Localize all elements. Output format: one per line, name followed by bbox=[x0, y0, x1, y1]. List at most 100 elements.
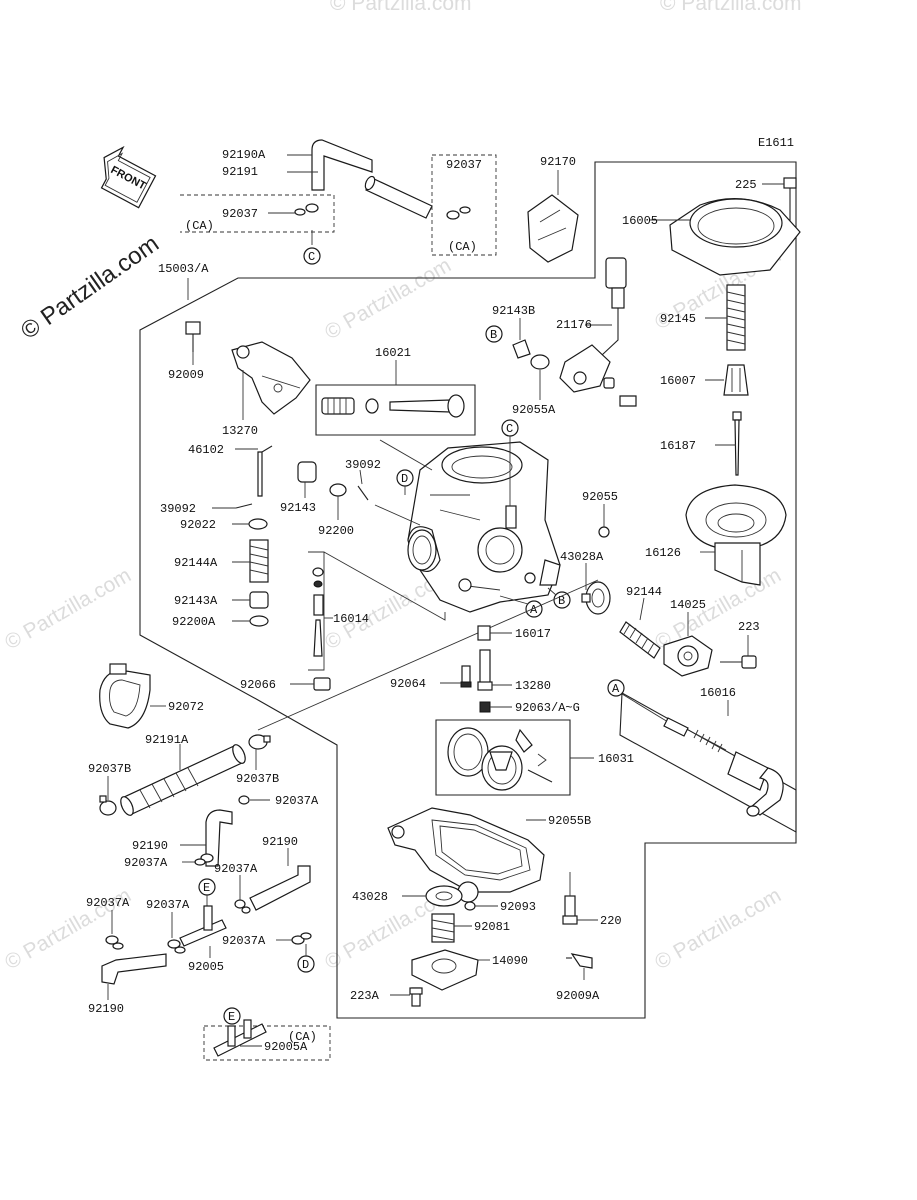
jet-92064 bbox=[460, 665, 472, 688]
label-92072: 92072 bbox=[168, 700, 204, 714]
label-92170: 92170 bbox=[540, 155, 576, 169]
jet-16017 bbox=[477, 625, 491, 641]
label-92145: 92145 bbox=[660, 312, 696, 326]
label-223A: 223A bbox=[350, 989, 380, 1003]
label-92037A-e: 92037A bbox=[146, 898, 190, 912]
label-14090: 14090 bbox=[492, 954, 528, 968]
ref-d-bottom-label: D bbox=[302, 958, 309, 972]
label-13270: 13270 bbox=[222, 424, 258, 438]
label-92022: 92022 bbox=[180, 518, 216, 532]
diaphragm-43028A bbox=[581, 581, 611, 615]
carburetor-body bbox=[407, 441, 561, 613]
label-92037A-b: 92037A bbox=[124, 856, 168, 870]
screw-223 bbox=[720, 655, 757, 669]
spring-92144 bbox=[619, 621, 661, 659]
ref-b-top-label: B bbox=[490, 328, 497, 342]
label-92143B: 92143B bbox=[492, 304, 535, 318]
region-ca-box: (CA) bbox=[448, 240, 477, 254]
washer-92143B bbox=[512, 339, 531, 359]
clamp-92037B-left bbox=[99, 795, 117, 816]
label-225: 225 bbox=[735, 178, 757, 192]
screw-223A bbox=[409, 987, 423, 1007]
oring-92055A bbox=[530, 354, 550, 370]
spring-92081 bbox=[431, 913, 455, 943]
hose-92190-right bbox=[249, 865, 311, 911]
label-92009: 92009 bbox=[168, 368, 204, 382]
label-92191A: 92191A bbox=[145, 733, 189, 747]
label-43028A: 43028A bbox=[560, 550, 604, 564]
label-92190-c: 92190 bbox=[88, 1002, 124, 1016]
washer-92200A bbox=[249, 615, 269, 627]
pilot-screw-16014 bbox=[312, 567, 324, 657]
collar-92143 bbox=[297, 461, 317, 483]
label-92143: 92143 bbox=[280, 501, 316, 515]
label-92037A-a: 92037A bbox=[275, 794, 319, 808]
assembly-outline bbox=[139, 161, 797, 1019]
clamp-92170 bbox=[527, 194, 579, 263]
label-16014: 16014 bbox=[333, 612, 369, 626]
tee-92005A bbox=[213, 1019, 267, 1057]
clip-92037 bbox=[294, 203, 471, 220]
label-92144A: 92144A bbox=[174, 556, 218, 570]
label-16005: 16005 bbox=[622, 214, 658, 228]
label-16021: 16021 bbox=[375, 346, 411, 360]
top-cover-16005 bbox=[669, 198, 801, 276]
clip-92037A-c bbox=[234, 899, 251, 914]
watermark-faint: © Partzilla.com bbox=[330, 0, 472, 15]
label-16126: 16126 bbox=[645, 546, 681, 560]
label-14025: 14025 bbox=[670, 598, 706, 612]
screw-225 bbox=[783, 177, 797, 225]
label-16031: 16031 bbox=[598, 752, 634, 766]
label-15003A: 15003/A bbox=[158, 262, 209, 276]
label-92081: 92081 bbox=[474, 920, 510, 934]
label-92037-top: 92037 bbox=[446, 158, 482, 172]
label-92037A-d: 92037A bbox=[86, 896, 130, 910]
ref-b-body bbox=[553, 591, 571, 609]
tee-92005 bbox=[179, 905, 227, 947]
starter-16016 bbox=[663, 717, 784, 817]
clip-92037A-f bbox=[291, 932, 312, 945]
holder-16007 bbox=[723, 364, 749, 396]
adjuster-16021 bbox=[321, 394, 465, 418]
pin-39092-right bbox=[357, 485, 369, 501]
label-92055B: 92055B bbox=[548, 814, 591, 828]
washer-92022 bbox=[248, 518, 268, 530]
ref-c-top bbox=[303, 247, 321, 265]
diaphragm-43028 bbox=[425, 885, 463, 907]
front-arrow-icon bbox=[100, 145, 157, 209]
diaphragm-16126 bbox=[685, 484, 787, 586]
clip-92037A-b bbox=[194, 853, 214, 866]
link-46102 bbox=[257, 445, 273, 497]
watermark-faint: © Partzilla.com bbox=[1, 564, 135, 655]
label-92063: 92063/A~G bbox=[515, 701, 580, 715]
clip-92037A-d bbox=[105, 935, 124, 950]
label-92037B-left: 92037B bbox=[88, 762, 131, 776]
label-220: 220 bbox=[600, 914, 622, 928]
float-16031 bbox=[447, 727, 553, 791]
throttle-sensor-21176 bbox=[559, 257, 637, 407]
region-ca-left: (CA) bbox=[185, 219, 214, 233]
jet-needle-16187 bbox=[732, 411, 742, 476]
label-92037-box: 92037 bbox=[222, 207, 258, 221]
ref-a-body-label: A bbox=[530, 603, 538, 617]
ref-e-middle-label: E bbox=[203, 881, 210, 895]
label-92066: 92066 bbox=[240, 678, 276, 692]
label-92064: 92064 bbox=[390, 677, 426, 691]
hose-92190-upper bbox=[205, 809, 233, 867]
label-92200: 92200 bbox=[318, 524, 354, 538]
vent-hose-92190A bbox=[311, 139, 373, 191]
spring-92144A bbox=[249, 539, 269, 583]
label-92190-a: 92190 bbox=[132, 839, 168, 853]
label-92005A: 92005A bbox=[264, 1040, 308, 1054]
label-92009A: 92009A bbox=[556, 989, 600, 1003]
cover-14025 bbox=[663, 635, 713, 677]
label-92190-b: 92190 bbox=[262, 835, 298, 849]
hose-92190-lower bbox=[101, 953, 167, 985]
watermark-faint: © Partzilla.com bbox=[321, 254, 455, 345]
ref-a-starter-label: A bbox=[612, 682, 620, 696]
screw-92009 bbox=[185, 321, 201, 352]
label-92055A: 92055A bbox=[512, 403, 556, 417]
ref-e-bottom-label: E bbox=[228, 1010, 235, 1024]
spring-92145 bbox=[726, 284, 746, 351]
label-39092-left: 39092 bbox=[160, 502, 196, 516]
